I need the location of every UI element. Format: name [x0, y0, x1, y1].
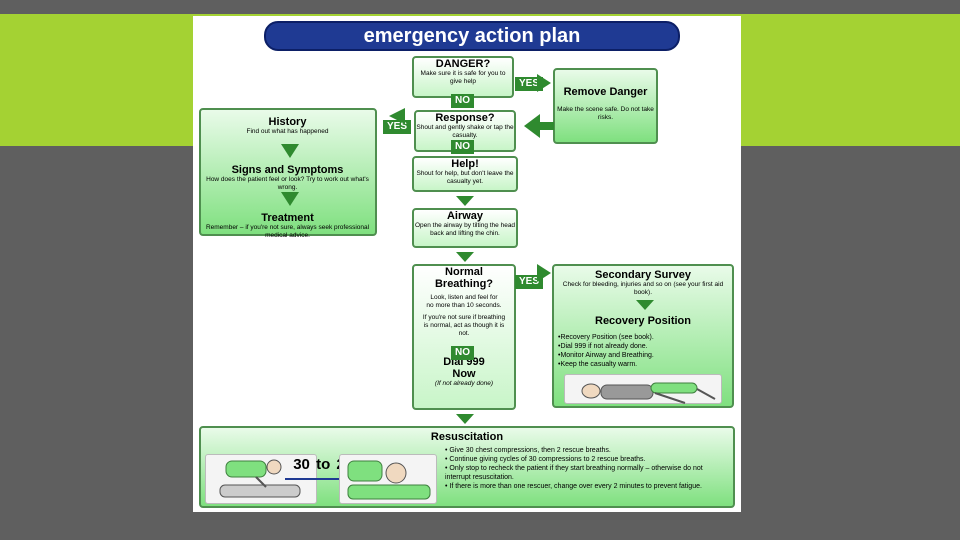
poster-title: emergency action plan	[264, 21, 680, 51]
response-heading: Response?	[435, 112, 495, 124]
breathing-text-2: If you're not sure if breathing is norma…	[422, 314, 506, 337]
treatment-heading: Treatment	[261, 212, 314, 224]
response-text: Shout and gently shake or tap the casual…	[416, 124, 514, 139]
history-panel: History Find out what has happened Signs…	[199, 108, 377, 239]
danger-box: DANGER? Make sure it is safe for you to …	[412, 56, 514, 98]
remove-danger-heading: Remove Danger	[563, 86, 648, 98]
dial-999-text: (If not already done)	[434, 380, 494, 387]
resuscitation-item: • Continue giving cycles of 30 compressi…	[445, 456, 646, 463]
airway-heading: Airway	[446, 210, 484, 222]
breathing-text-1: Look, listen and feel for no more than 1…	[426, 294, 502, 309]
danger-yes-tag: YES	[515, 77, 544, 91]
secondary-text: Check for bleeding, injuries and so on (…	[562, 281, 724, 296]
remove-danger-text: Make the scene safe. Do not take risks.	[557, 106, 654, 121]
ratio-underline	[285, 478, 345, 480]
recovery-figure-icon	[581, 382, 716, 404]
help-box: Help! Shout for help, but don't leave th…	[412, 156, 518, 192]
breathing-yes-tag: YES	[515, 275, 544, 289]
recovery-item: •Recovery Position (see book).	[558, 334, 654, 341]
rescue-breath-icon	[347, 460, 431, 500]
resuscitation-list: • Give 30 chest compressions, then 2 res…	[445, 446, 729, 491]
breathing-no-tag: NO	[451, 346, 474, 360]
help-text: Shout for help, but don't leave the casu…	[416, 170, 514, 185]
help-down-arrow	[456, 196, 474, 206]
arrow-to-history	[389, 108, 405, 124]
recovery-position-illustration	[564, 374, 722, 404]
recovery-item: •Monitor Airway and Breathing.	[558, 352, 654, 359]
airway-down-arrow	[456, 252, 474, 262]
recovery-item: •Dial 999 if not already done.	[558, 343, 648, 350]
breathing-heading: Normal Breathing?	[434, 266, 494, 290]
resuscitation-heading: Resuscitation	[430, 431, 504, 443]
secondary-down-arrow	[636, 300, 654, 310]
signs-text: How does the patient feel or look? Try t…	[206, 176, 369, 191]
ratio-compressions: 30	[293, 456, 310, 473]
resuscitation-item: • Give 30 chest compressions, then 2 res…	[445, 447, 611, 454]
danger-no-tag: NO	[451, 94, 474, 108]
danger-text: Make sure it is safe for you to give hel…	[420, 70, 506, 85]
airway-box: Airway Open the airway by tilting the he…	[412, 208, 518, 248]
danger-heading: DANGER?	[435, 58, 491, 70]
ratio-to: to	[316, 456, 331, 473]
history-heading: History	[268, 116, 307, 128]
recovery-heading: Recovery Position	[595, 315, 691, 327]
cpr-compression-icon	[219, 459, 301, 498]
arrow-to-remove-danger	[537, 74, 551, 92]
cpr-breaths-illustration	[339, 454, 437, 504]
treatment-text: Remember – if you're not sure, always se…	[205, 224, 370, 239]
arrow-from-remove-danger	[524, 114, 540, 138]
breathing-box: Normal Breathing? Look, listen and feel …	[412, 264, 516, 410]
recovery-list: •Recovery Position (see book). •Dial 999…	[554, 327, 732, 369]
resuscitation-item: • Only stop to recheck the patient if th…	[445, 465, 703, 481]
breathing-down-arrow	[456, 414, 474, 424]
signs-down-arrow	[281, 192, 299, 206]
arrow-stem-remove	[538, 122, 554, 130]
emergency-action-plan-poster: emergency action plan DANGER? Make sure …	[193, 16, 741, 512]
help-heading: Help!	[451, 158, 479, 170]
history-down-arrow	[281, 144, 299, 158]
secondary-survey-panel: Secondary Survey Check for bleeding, inj…	[552, 264, 734, 408]
secondary-heading: Secondary Survey	[595, 269, 691, 281]
history-text: Find out what has happened	[246, 128, 329, 135]
top-bar	[0, 0, 960, 14]
remove-danger-box: Remove Danger Make the scene safe. Do no…	[553, 68, 658, 144]
response-no-tag: NO	[451, 140, 474, 154]
resuscitation-item: • If there is more than one rescuer, cha…	[445, 483, 702, 490]
recovery-item: •Keep the casualty warm.	[558, 361, 638, 368]
arrow-to-secondary	[537, 264, 551, 282]
airway-text: Open the airway by tilting the head back…	[414, 222, 516, 237]
resuscitation-panel: Resuscitation 30 to 2 • Give 30 chest co…	[199, 426, 735, 508]
signs-heading: Signs and Symptoms	[231, 164, 344, 176]
